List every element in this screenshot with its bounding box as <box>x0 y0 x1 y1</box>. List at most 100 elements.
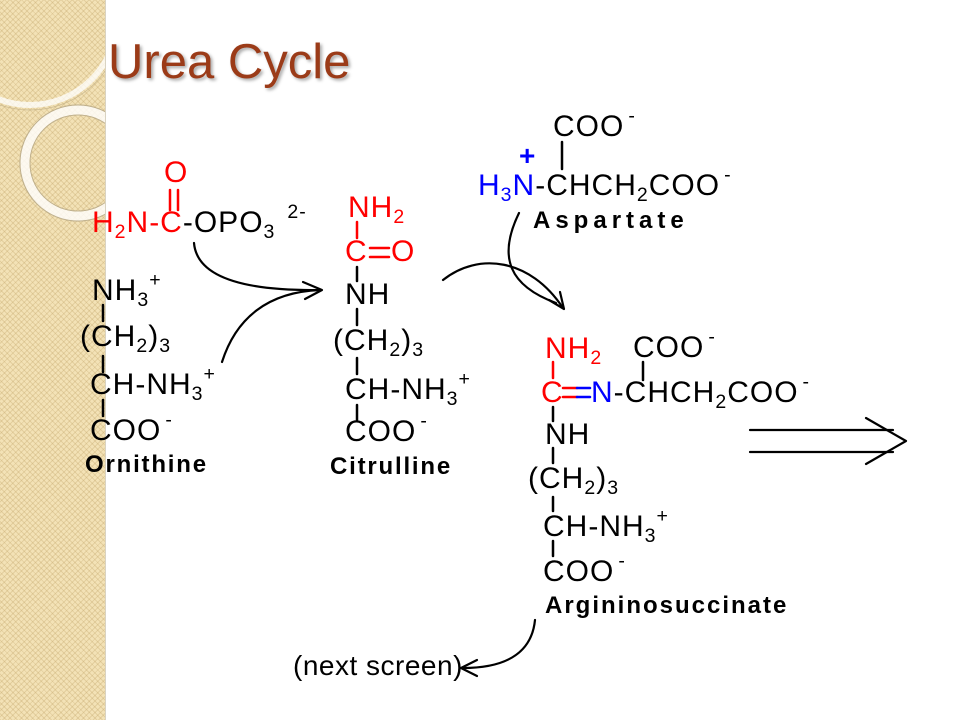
formula-text: COO <box>727 376 799 409</box>
formula-text: (CH <box>528 462 585 495</box>
charge-superscript: - <box>724 164 732 187</box>
formula-text: ) <box>148 320 160 353</box>
subscript: 2 <box>715 391 728 414</box>
citrulline-imino: NH <box>345 278 391 311</box>
argininosuccinate-double-bond-red <box>561 386 579 399</box>
citrulline-label: Citrulline <box>330 453 453 480</box>
charge-superscript: - <box>420 410 428 433</box>
citrulline-amide: NH2 <box>348 193 405 227</box>
argininosuccinate-imino: NH <box>545 418 591 451</box>
formula-text: (CH <box>80 320 137 353</box>
subscript: 2 <box>584 477 597 500</box>
double-arrow-shaft <box>748 428 895 454</box>
citrulline-chain: (CH2)3 <box>333 324 424 360</box>
formula-text: ) <box>401 324 413 357</box>
subscript: 3 <box>644 525 657 548</box>
next-screen-arrowhead <box>459 658 479 678</box>
slide-title: Urea Cycle <box>108 35 351 89</box>
subscript: 3 <box>159 335 172 358</box>
charge-superscript: - <box>618 550 626 573</box>
aspartate-carboxyl: COO- <box>553 107 636 143</box>
formula-text: -CHCH <box>613 376 716 409</box>
charge-superscript: - <box>708 326 716 349</box>
carbamoyl-phosphate-formula: H2N-C-OPO3 2- <box>92 203 307 242</box>
argininosuccinate-amide: NH2 <box>545 332 602 368</box>
argininosuccinate-chain: (CH2)3 <box>528 462 619 498</box>
carbamoyl-carbonyl-oxygen: O <box>164 156 189 189</box>
subscript: 3 <box>500 184 513 207</box>
decorative-ring-large <box>0 55 105 108</box>
charge-superscript: - <box>165 409 173 432</box>
formula-text: H <box>478 169 501 202</box>
ornithine-arrow <box>220 288 322 364</box>
formula-text: (CH <box>333 324 390 357</box>
formula-text: N-C <box>126 206 183 239</box>
charge-superscript: + <box>656 505 669 528</box>
subscript: 3 <box>263 221 276 244</box>
charge-superscript: - <box>628 105 636 128</box>
argininosuccinate-side-carboxyl: COO- <box>633 328 716 364</box>
subscript: 2 <box>636 184 649 207</box>
formula-text: COO <box>543 555 615 588</box>
aspartate-label: Aspartate <box>533 207 689 234</box>
citrulline-arrow <box>441 262 565 310</box>
formula-text: COO <box>345 415 417 448</box>
formula-text: CH-NH <box>345 373 447 406</box>
decorative-ring-large-outline <box>0 70 105 111</box>
subscript: 3 <box>446 388 459 411</box>
arrowhead-to-citrulline <box>301 280 324 301</box>
citrulline-carbonyl-oxygen: O <box>391 235 416 268</box>
decorative-ring-outer-outline <box>19 104 105 222</box>
charge-superscript: - <box>802 371 811 394</box>
decorative-side-strip <box>0 0 106 720</box>
subscript: 2 <box>393 206 406 229</box>
ornithine-chain: (CH2)3 <box>80 320 171 356</box>
formula-text: COO <box>553 110 625 143</box>
formula-text: NH <box>545 332 591 365</box>
decorative-ring-inner-outline <box>29 114 105 212</box>
citrulline-carbonyl-carbon: C <box>345 235 368 268</box>
formula-text: ) <box>596 462 608 495</box>
aspartate-formula: H3N-CHCH2COO- <box>478 166 732 205</box>
formula-text: NH <box>92 274 138 307</box>
subscript: 2 <box>389 339 402 362</box>
formula-text: COO <box>633 331 705 364</box>
citrulline-carboxyl: COO- <box>345 412 428 448</box>
formula-text: H <box>92 206 115 239</box>
decorative-rings <box>0 55 105 222</box>
citrulline-alpha-carbon: CH-NH3+ <box>345 370 471 409</box>
subscript: 2 <box>136 335 149 358</box>
subscript: 2 <box>590 347 603 370</box>
next-screen-arrow <box>461 618 537 670</box>
carbamoyl-phosphate-arrow <box>192 241 322 292</box>
aspartate-amine-charge: + <box>519 140 537 171</box>
formula-text: N <box>591 376 614 409</box>
formula-text: -OPO <box>182 206 264 239</box>
arrowhead-to-argininosuccinate <box>547 290 566 311</box>
charge-superscript: + <box>203 363 216 386</box>
subscript: 2 <box>114 221 127 244</box>
argininosuccinate-carboxyl: COO- <box>543 552 626 588</box>
argininosuccinate-label: Argininosuccinate <box>545 592 789 619</box>
double-arrow-head <box>864 416 908 466</box>
formula-text: N <box>512 169 536 202</box>
argininosuccinate-carbon: C <box>541 376 564 409</box>
ornithine-amine: NH3+ <box>92 271 162 310</box>
argininosuccinate-alpha-carbon: CH-NH3+ <box>543 507 669 546</box>
subscript: 3 <box>607 477 620 500</box>
subscript: 3 <box>191 383 204 406</box>
decorative-ring <box>20 105 105 221</box>
charge-superscript: 2- <box>287 201 307 224</box>
citrulline-carbonyl-double-bond <box>368 246 391 259</box>
formula-text: CH-NH <box>90 368 192 401</box>
formula-text: CH-NH <box>543 510 645 543</box>
aspartate-arrow <box>507 211 558 305</box>
formula-text: -CHCH <box>535 169 637 202</box>
carbamoyl-double-bond <box>168 188 180 212</box>
formula-text: COO <box>90 414 162 447</box>
argininosuccinate-main-formula: N-CHCH2COO- <box>591 373 810 412</box>
next-screen-note: (next screen) <box>293 650 463 681</box>
subscript: 3 <box>412 339 425 362</box>
ornithine-label: Ornithine <box>85 451 208 478</box>
